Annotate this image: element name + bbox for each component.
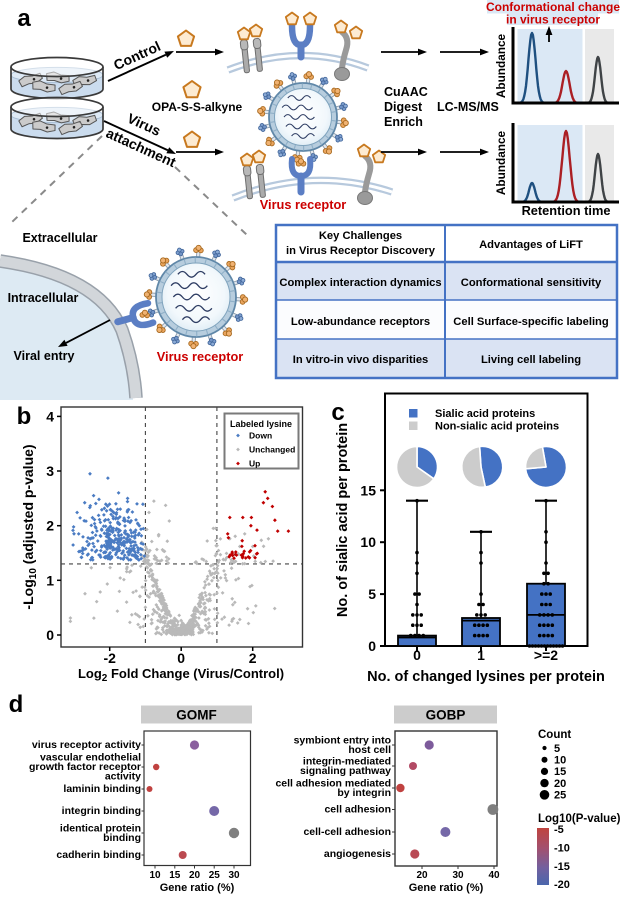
svg-text:cell adhesion: cell adhesion: [324, 804, 391, 816]
svg-text:Gene ratio (%): Gene ratio (%): [160, 882, 235, 894]
svg-text:Extracellular: Extracellular: [22, 231, 97, 245]
svg-text:2: 2: [249, 650, 257, 666]
svg-text:Complex interaction dynamics: Complex interaction dynamics: [279, 277, 441, 289]
svg-text:angiogenesis: angiogenesis: [324, 848, 391, 860]
svg-text:-10: -10: [554, 842, 570, 854]
svg-text:40: 40: [488, 870, 500, 881]
svg-text:In vitro-in vivo disparities: In vitro-in vivo disparities: [293, 354, 429, 366]
svg-text:Living cell labeling: Living cell labeling: [481, 354, 581, 366]
svg-text:Enrich: Enrich: [384, 115, 423, 129]
svg-text:cell-cell adhesion: cell-cell adhesion: [303, 826, 391, 838]
svg-text:binding: binding: [103, 832, 141, 844]
svg-text:Viral entry: Viral entry: [14, 349, 75, 363]
svg-text:1: 1: [46, 572, 54, 588]
svg-text:laminin binding: laminin binding: [63, 783, 141, 795]
svg-text:Labeled lysine: Labeled lysine: [230, 419, 292, 429]
svg-text:Virus receptor: Virus receptor: [260, 197, 347, 212]
svg-text:20: 20: [554, 778, 566, 790]
svg-text:cadherin binding: cadherin binding: [56, 849, 141, 861]
svg-text:20: 20: [189, 870, 201, 881]
svg-text:3: 3: [46, 463, 54, 479]
svg-text:15: 15: [554, 766, 566, 778]
svg-text:virus receptor activity: virus receptor activity: [32, 739, 141, 751]
svg-text:-15: -15: [554, 861, 570, 873]
svg-text:0: 0: [177, 650, 185, 666]
svg-text:Log10(P-value): Log10(P-value): [538, 813, 621, 825]
svg-text:Unchanged: Unchanged: [249, 445, 295, 455]
svg-text:Up: Up: [249, 459, 260, 469]
svg-text:-20: -20: [554, 879, 570, 891]
svg-text:a: a: [17, 5, 31, 32]
svg-text:No. of sialic acid per protein: No. of sialic acid per protein: [335, 423, 351, 617]
svg-text:5: 5: [368, 586, 376, 602]
svg-text:Digest: Digest: [384, 100, 423, 114]
svg-text:25: 25: [554, 790, 566, 802]
svg-text:host cell: host cell: [348, 744, 391, 756]
svg-text:in Virus Receptor Discovery: in Virus Receptor Discovery: [286, 245, 436, 257]
svg-text:Conformational sensitivity: Conformational sensitivity: [461, 277, 602, 289]
svg-text:0: 0: [46, 627, 54, 643]
svg-text:15: 15: [169, 870, 181, 881]
svg-text:15: 15: [360, 482, 376, 498]
svg-text:Low-abundance receptors: Low-abundance receptors: [291, 316, 430, 328]
svg-text:10: 10: [360, 534, 376, 550]
svg-text:by integrin: by integrin: [337, 787, 391, 799]
svg-text:LC-MS/MS: LC-MS/MS: [437, 100, 499, 114]
svg-text:Count: Count: [538, 729, 571, 741]
svg-text:signaling pathway: signaling pathway: [300, 765, 391, 777]
svg-text:0: 0: [413, 647, 421, 663]
svg-text:c: c: [331, 399, 344, 426]
svg-text:Abundance: Abundance: [494, 130, 508, 195]
svg-text:2: 2: [46, 518, 54, 534]
svg-text:Gene ratio (%): Gene ratio (%): [409, 882, 484, 894]
svg-text:30: 30: [228, 870, 240, 881]
svg-text:10: 10: [149, 870, 161, 881]
svg-text:b: b: [17, 403, 32, 430]
svg-text:No. of changed lysines per pro: No. of changed lysines per protein: [367, 669, 605, 685]
svg-text:5: 5: [554, 743, 560, 755]
svg-text:20: 20: [416, 870, 428, 881]
svg-text:4: 4: [46, 408, 54, 424]
svg-text:1: 1: [477, 647, 485, 663]
svg-text:30: 30: [452, 870, 464, 881]
svg-text:OPA-S-S-alkyne: OPA-S-S-alkyne: [152, 100, 243, 114]
svg-text:-5: -5: [554, 824, 564, 836]
svg-text:0: 0: [368, 638, 376, 654]
svg-text:Advantages of LiFT: Advantages of LiFT: [479, 239, 583, 251]
svg-text:Virus receptor: Virus receptor: [157, 349, 244, 364]
svg-text:>=2: >=2: [534, 647, 558, 663]
svg-text:GOBP: GOBP: [426, 708, 466, 723]
svg-text:Sialic acid proteins: Sialic acid proteins: [435, 408, 535, 420]
svg-text:Down: Down: [249, 431, 272, 441]
svg-text:Retention time: Retention time: [522, 203, 611, 218]
svg-text:Non-sialic acid proteins: Non-sialic acid proteins: [435, 421, 559, 433]
svg-text:in virus receptor: in virus receptor: [506, 13, 600, 27]
svg-text:Abundance: Abundance: [494, 33, 508, 98]
svg-text:activity: activity: [105, 771, 141, 783]
svg-text:Key Challenges: Key Challenges: [319, 230, 402, 242]
svg-text:10: 10: [554, 755, 566, 767]
svg-text:25: 25: [209, 870, 221, 881]
svg-text:d: d: [9, 691, 24, 718]
svg-text:integrin binding: integrin binding: [62, 805, 141, 817]
svg-text:CuAAC: CuAAC: [384, 85, 428, 99]
svg-text:-2: -2: [103, 650, 116, 666]
svg-text:Cell Surface-specific labeling: Cell Surface-specific labeling: [453, 316, 609, 328]
svg-text:GOMF: GOMF: [176, 708, 217, 723]
svg-text:Intracellular: Intracellular: [8, 291, 79, 305]
